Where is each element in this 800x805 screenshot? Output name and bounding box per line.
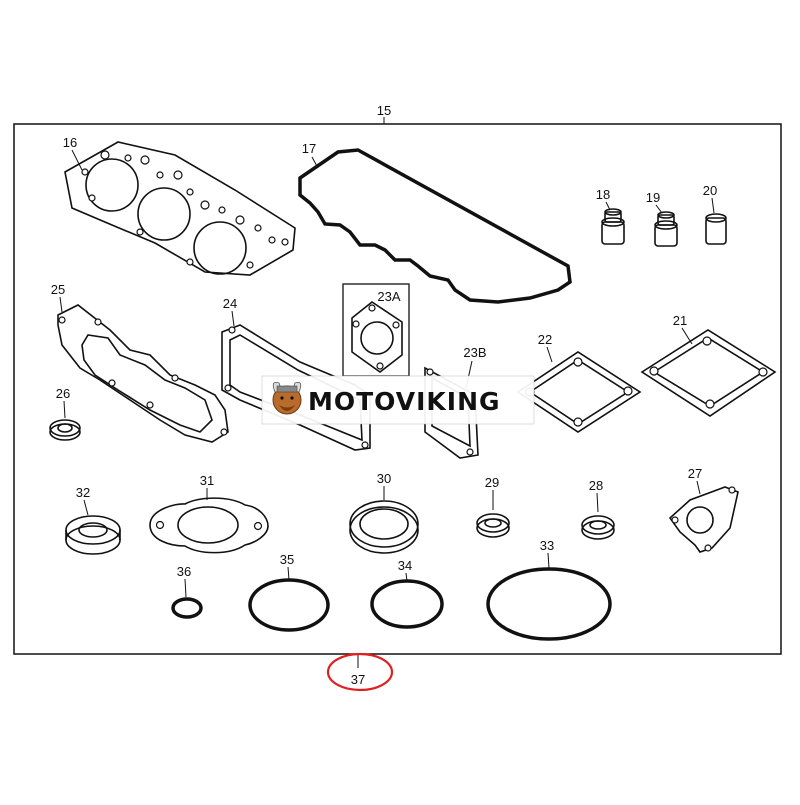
callout-31: 31 xyxy=(200,473,214,488)
viking-mascot-icon xyxy=(272,382,302,415)
callout-35: 35 xyxy=(280,552,294,567)
part-25-exhaust-gasket xyxy=(57,304,229,443)
part-35-o-ring xyxy=(248,578,330,632)
brand-wordmark: MOTOVIKING xyxy=(308,387,501,416)
part-24-manifold-gasket xyxy=(221,324,371,451)
leader-28 xyxy=(596,492,599,513)
highlight-circle xyxy=(326,652,394,692)
callout-19: 19 xyxy=(646,190,660,205)
part-34-o-ring xyxy=(370,579,444,629)
leader-16 xyxy=(71,149,83,171)
leader-22 xyxy=(546,346,553,363)
label-37: 37 xyxy=(351,672,365,687)
leader-19 xyxy=(655,204,663,214)
kit-frame xyxy=(13,123,782,655)
label-15: 15 xyxy=(377,103,391,118)
part-20-bushing xyxy=(705,213,727,245)
motoviking-watermark: MOTOVIKING xyxy=(261,375,535,425)
callout-25: 25 xyxy=(51,282,65,297)
callout-34: 34 xyxy=(398,558,412,573)
callout-27: 27 xyxy=(688,466,702,481)
callout-26: 26 xyxy=(56,386,70,401)
callout-32: 32 xyxy=(76,485,90,500)
callout-22: 22 xyxy=(538,332,552,347)
part-27-elbow-gasket xyxy=(668,486,739,553)
leader-17 xyxy=(311,156,319,169)
part-33-large-o-ring xyxy=(486,567,612,641)
callout-36: 36 xyxy=(177,564,191,579)
part-30-seal-ring xyxy=(349,500,419,554)
leader-36 xyxy=(184,578,187,598)
callout-24: 24 xyxy=(223,296,237,311)
leader-35 xyxy=(287,566,290,581)
part-21-cover-gasket xyxy=(640,329,777,417)
part-22-cover-gasket xyxy=(516,351,642,433)
part-17-rocker-cover-gasket xyxy=(298,148,572,304)
part-28-seal-washer xyxy=(581,515,615,540)
callout-33: 33 xyxy=(540,538,554,553)
part-36-small-o-ring xyxy=(171,597,203,619)
leader-34 xyxy=(405,572,408,582)
callout-21: 21 xyxy=(673,313,687,328)
part-19-valve-stem-seal xyxy=(654,211,678,247)
leader-21 xyxy=(681,327,693,345)
part-32-oil-seal xyxy=(65,515,121,555)
part-26-washer xyxy=(49,419,81,441)
leader-33 xyxy=(547,552,550,569)
part-16-head-gasket xyxy=(64,141,296,276)
leader-32 xyxy=(83,499,89,516)
part-18-valve-stem-seal xyxy=(601,208,625,245)
leader-26 xyxy=(63,400,66,419)
callout-23b: 23B xyxy=(463,345,486,360)
callout-23a: 23A xyxy=(377,289,400,304)
callout-29: 29 xyxy=(485,475,499,490)
callout-20: 20 xyxy=(703,183,717,198)
callout-28: 28 xyxy=(589,478,603,493)
callout-16: 16 xyxy=(63,135,77,150)
leader-20 xyxy=(711,197,715,214)
part-29-seal-washer xyxy=(476,513,510,538)
callout-18: 18 xyxy=(596,187,610,202)
leader-27 xyxy=(696,480,701,495)
callout-30: 30 xyxy=(377,471,391,486)
callout-17: 17 xyxy=(302,141,316,156)
leader-18 xyxy=(605,201,611,211)
leader-24 xyxy=(231,310,235,327)
part-31-flange-gasket xyxy=(149,497,269,554)
leader-25 xyxy=(59,296,63,313)
